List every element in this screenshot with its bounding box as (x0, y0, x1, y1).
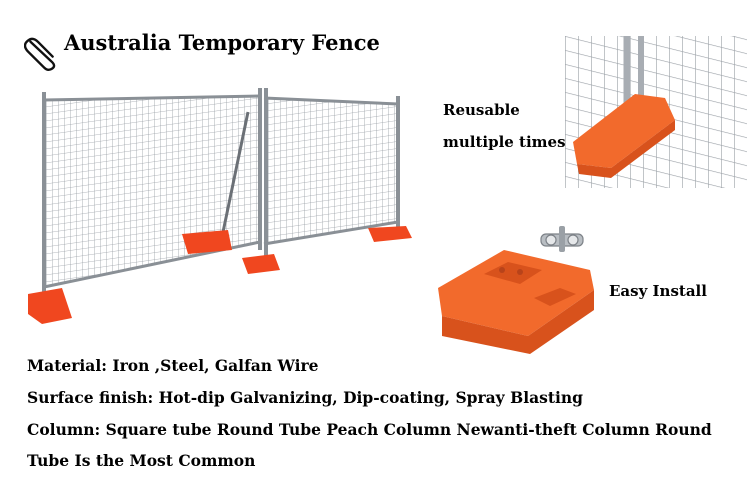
reusable-label-line1: Reusable (443, 101, 520, 119)
clamp-icon (540, 226, 584, 252)
page-title: Australia Temporary Fence (64, 30, 380, 55)
spec-surface: Surface finish: Hot-dip Galvanizing, Dip… (27, 388, 584, 407)
spec-column-line1: Column: Square tube Round Tube Peach Col… (27, 420, 712, 439)
fence-foot-closeup (565, 36, 747, 188)
easy-install-label: Easy Install (609, 282, 707, 300)
fence-illustration (28, 88, 412, 324)
reusable-label-line2: multiple times (443, 133, 566, 151)
spec-column-line2: Tube Is the Most Common (27, 451, 256, 470)
orange-foot-block (438, 250, 594, 354)
paperclip-icon (24, 37, 56, 72)
spec-material: Material: Iron ,Steel, Galfan Wire (27, 356, 319, 375)
